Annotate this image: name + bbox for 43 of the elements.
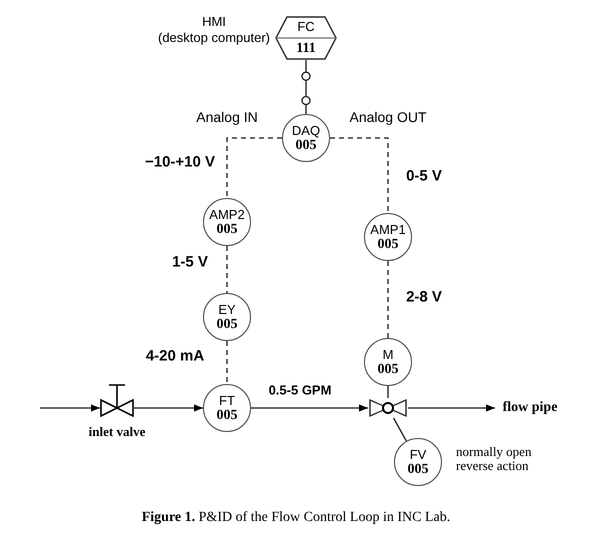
loop-number: 005 [296, 138, 316, 152]
note-text: (desktop computer) [158, 30, 270, 45]
loop-number: 005 [216, 316, 238, 332]
loop-number: 005 [408, 462, 428, 476]
flow-arrow [40, 404, 100, 412]
port-label: Analog OUT [349, 109, 427, 125]
instrument-tag: EY [218, 302, 236, 316]
loop-number: 111 [296, 41, 316, 56]
instrument-bubble [364, 213, 412, 261]
loop-number: 005 [216, 408, 238, 422]
flow-arrow [134, 404, 203, 412]
loop-number: 005 [216, 222, 238, 236]
instrument-bubble [364, 338, 412, 386]
instrument-tag: AMP2 [209, 208, 245, 222]
instrument-bubble [394, 438, 442, 486]
instrument-tag: FC [297, 20, 315, 34]
leader-line [392, 418, 407, 442]
instrument-bubble [203, 198, 251, 246]
instrument-tag: FT [219, 394, 235, 408]
loop-number: 005 [378, 362, 398, 376]
figure-caption: Figure 1. P&ID of the Flow Control Loop in INC Lab. [142, 510, 450, 526]
flow-arrow [408, 404, 495, 412]
signal-line [330, 137, 389, 213]
signal-line [226, 137, 282, 198]
instrument-tag: FV [410, 448, 426, 462]
loop-number: 005 [378, 236, 398, 252]
instrument-bubble [203, 293, 251, 341]
note-text: HMI [202, 14, 226, 29]
port-label: Analog IN [196, 109, 258, 125]
signal-label: 0.5-5 GPM [268, 382, 332, 398]
valve-label: inlet valve [88, 425, 146, 439]
instrument-tag: AMP1 [370, 222, 406, 236]
signal-line [387, 261, 389, 338]
instrument-bubble [282, 114, 330, 162]
signal-line [226, 341, 228, 384]
signal-line [226, 246, 228, 293]
flow-arrow [251, 404, 368, 412]
note-text: normally open reverse action [456, 445, 532, 473]
pipe-label: flow pipe [502, 400, 558, 416]
instrument-bubble [203, 384, 251, 432]
instrument-tag: M [382, 348, 394, 362]
connector-line [387, 386, 389, 398]
instrument-tag: DAQ [292, 124, 320, 138]
